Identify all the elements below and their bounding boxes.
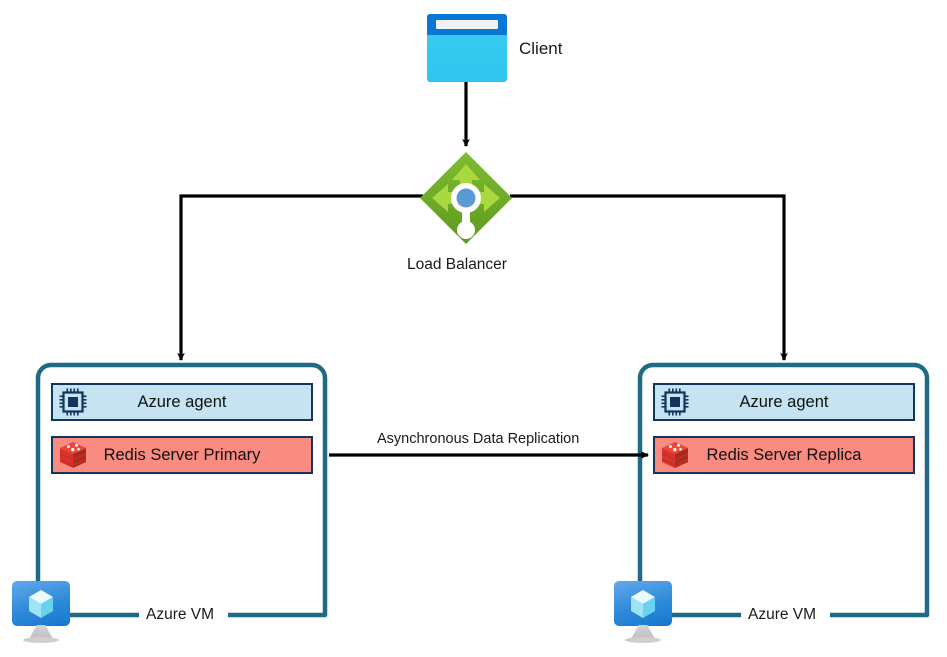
chip-icon xyxy=(659,386,691,418)
vm-stand-left xyxy=(29,625,53,639)
vm-container-left xyxy=(35,362,328,618)
chip-icon xyxy=(57,386,89,418)
vm-base-left xyxy=(23,637,59,643)
client-titlebar xyxy=(427,14,507,35)
load-balancer-icon xyxy=(420,152,512,244)
azure-vm-icon-right xyxy=(614,581,672,643)
azure-agent-box-left: Azure agent xyxy=(51,383,313,421)
redis-replica-box: Redis Server Replica xyxy=(653,436,915,474)
azure-vm-label-left: Azure VM xyxy=(139,607,222,623)
vm-screen-left xyxy=(12,581,70,626)
edge-load-balancer-to-primary xyxy=(177,194,423,362)
azure-agent-box-right: Azure agent xyxy=(653,383,915,421)
redis-primary-box: Redis Server Primary xyxy=(51,436,313,474)
azure-agent-label-right: Azure agent xyxy=(739,392,829,411)
replication-edge-label: Asynchronous Data Replication xyxy=(377,431,580,447)
azure-agent-label-left: Azure agent xyxy=(137,392,227,411)
redis-cube-icon xyxy=(57,439,89,471)
client-label: Client xyxy=(519,39,563,58)
vm-base-right xyxy=(625,637,661,643)
vm-screen-right xyxy=(614,581,672,626)
vm-container-right xyxy=(637,362,930,618)
redis-cube-icon xyxy=(659,439,691,471)
redis-primary-label: Redis Server Primary xyxy=(103,445,261,464)
edge-load-balancer-to-replica xyxy=(510,194,788,362)
redis-replica-label: Redis Server Replica xyxy=(706,445,862,464)
azure-vm-icon-left xyxy=(12,581,70,643)
client-titlebar-field xyxy=(436,20,498,29)
azure-vm-label-right: Azure VM xyxy=(741,607,824,623)
vm-stand-right xyxy=(631,625,655,639)
client-window-icon xyxy=(427,14,507,82)
load-balancer-label: Load Balancer xyxy=(407,256,507,273)
